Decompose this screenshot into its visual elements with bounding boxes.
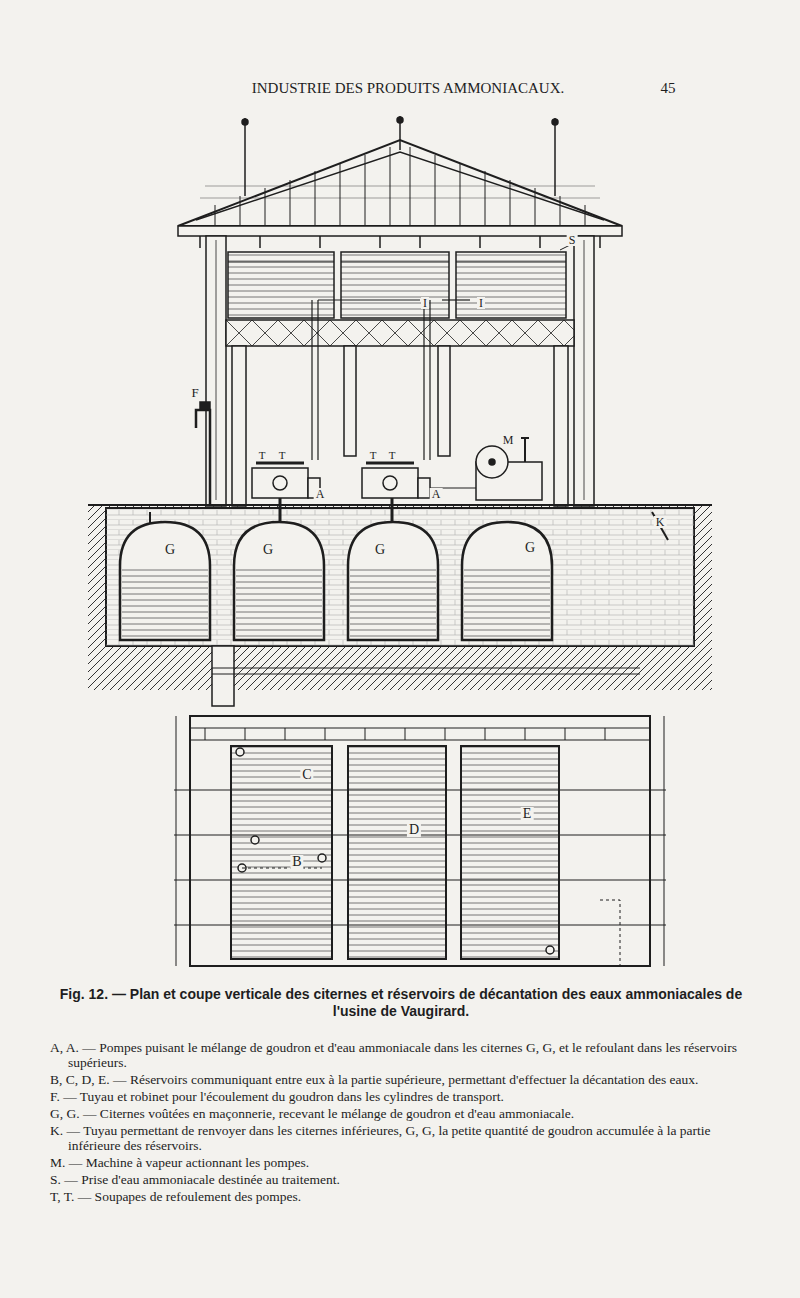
liquid-line <box>236 594 322 595</box>
liquid-line <box>350 636 436 637</box>
arch-outline <box>120 522 210 640</box>
liquid-line <box>464 576 550 577</box>
callout-letter: I <box>477 297 485 309</box>
liquid-line <box>464 636 550 637</box>
arch-outline <box>346 520 440 642</box>
running-header: INDUSTRIE DES PRODUITS AMMONIACAUX. <box>250 81 567 96</box>
callout-letter: A <box>314 488 327 500</box>
liquid-line <box>236 624 322 625</box>
callout-letter: F <box>189 386 200 399</box>
callout-letter: T <box>387 450 398 461</box>
arch-outline <box>460 520 554 642</box>
liquid-line <box>350 612 436 613</box>
liquid-line <box>350 594 436 595</box>
arch-outline <box>462 522 552 640</box>
settling-reservoir: CB <box>230 745 333 960</box>
part-letter: E <box>521 807 534 821</box>
liquid-line <box>350 576 436 577</box>
liquid-line <box>236 588 322 589</box>
legend-entry: M. — Machine à vapeur actionnant les pom… <box>50 1155 750 1170</box>
part-letter: G <box>261 543 275 557</box>
part-letter: G <box>163 543 177 557</box>
legend-entry: F. — Tuyau et robinet pour l'écoulement … <box>50 1089 750 1104</box>
liquid-line <box>236 576 322 577</box>
liquid-line <box>122 636 208 637</box>
part-letter: G <box>373 543 387 557</box>
legend-entry: B, C, D, E. — Réservoirs communiquant en… <box>50 1072 750 1087</box>
vaulted-cistern: G <box>118 520 212 642</box>
vaulted-cistern: G <box>232 520 326 642</box>
part-letter: G <box>523 541 537 555</box>
liquid-line <box>464 582 550 583</box>
liquid-line <box>122 612 208 613</box>
liquid-line <box>122 630 208 631</box>
callout-letter: A <box>430 488 443 500</box>
part-letter: B <box>290 855 303 869</box>
liquid-line <box>236 612 322 613</box>
liquid-line <box>236 570 322 571</box>
liquid-line <box>350 618 436 619</box>
settling-reservoir: D <box>347 745 447 960</box>
liquid-line <box>350 588 436 589</box>
callout-letter: I <box>421 297 429 309</box>
liquid-line <box>122 618 208 619</box>
liquid-line <box>122 594 208 595</box>
arch-outline <box>348 522 438 640</box>
arch-outline <box>118 520 212 642</box>
liquid-line <box>464 600 550 601</box>
liquid-line <box>236 606 322 607</box>
legend-entry: G, G. — Citernes voûtées en maçonnerie, … <box>50 1106 750 1121</box>
page-number: 45 <box>659 81 678 96</box>
liquid-line <box>464 612 550 613</box>
liquid-line <box>464 624 550 625</box>
arch-outline <box>232 520 326 642</box>
figure-caption: Fig. 12. — Plan et coupe verticale des c… <box>45 986 757 1020</box>
callout-letter: S <box>567 234 578 246</box>
liquid-line <box>122 606 208 607</box>
part-letter: D <box>407 823 421 837</box>
liquid-line <box>236 582 322 583</box>
liquid-line <box>122 600 208 601</box>
liquid-line <box>464 588 550 589</box>
legend-entry: S. — Prise d'eau ammoniacale destinée au… <box>50 1172 750 1187</box>
liquid-line <box>122 624 208 625</box>
liquid-line <box>350 606 436 607</box>
liquid-line <box>122 588 208 589</box>
vaulted-cistern: G <box>460 520 554 642</box>
vaulted-cistern: G <box>346 520 440 642</box>
settling-reservoir: E <box>460 745 560 960</box>
liquid-line <box>350 630 436 631</box>
liquid-line <box>464 630 550 631</box>
callout-letter: T <box>257 450 268 461</box>
liquid-line <box>350 570 436 571</box>
liquid-line <box>350 582 436 583</box>
liquid-line <box>236 630 322 631</box>
liquid-line <box>350 624 436 625</box>
callout-letter: M <box>501 434 516 446</box>
callout-letter: T <box>368 450 379 461</box>
liquid-line <box>464 606 550 607</box>
arch-outline <box>234 522 324 640</box>
liquid-line <box>122 576 208 577</box>
legend-entry: T, T. — Soupapes de refoulement des pomp… <box>50 1189 750 1204</box>
liquid-line <box>236 618 322 619</box>
liquid-line <box>122 582 208 583</box>
part-letter: C <box>300 768 313 782</box>
legend-entry: K. — Tuyau permettant de renvoyer dans l… <box>50 1123 750 1153</box>
liquid-line <box>122 570 208 571</box>
liquid-line <box>236 600 322 601</box>
callout-letter: T <box>277 450 288 461</box>
legend-entry: A, A. — Pompes puisant le mélange de gou… <box>50 1040 750 1070</box>
liquid-line <box>464 618 550 619</box>
liquid-line <box>464 570 550 571</box>
liquid-line <box>236 636 322 637</box>
callout-letter: K <box>654 516 667 528</box>
liquid-line <box>350 600 436 601</box>
liquid-line <box>464 594 550 595</box>
